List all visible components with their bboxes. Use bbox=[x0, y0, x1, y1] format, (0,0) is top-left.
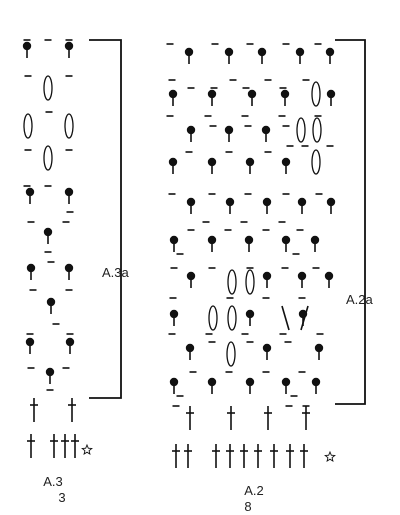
dot-stitch-symbol bbox=[262, 343, 272, 360]
repeat-bracket-a3a bbox=[89, 39, 122, 399]
dot-stitch-symbol bbox=[280, 89, 290, 106]
treble-symbol bbox=[270, 444, 278, 468]
dot-stitch-symbol bbox=[245, 377, 255, 394]
treble-symbol bbox=[30, 398, 38, 422]
dot-stitch-symbol bbox=[244, 235, 254, 252]
dot-stitch-symbol bbox=[311, 377, 321, 394]
dot-stitch-symbol bbox=[186, 125, 196, 142]
dot-stitch-symbol bbox=[298, 309, 308, 326]
dot-stitch-symbol bbox=[25, 187, 35, 204]
chain-space-symbol bbox=[227, 269, 237, 295]
chain-space-symbol bbox=[226, 341, 236, 367]
treble-symbol bbox=[254, 444, 262, 468]
treble-symbol bbox=[300, 444, 308, 468]
dot-stitch-symbol bbox=[295, 47, 305, 64]
dot-stitch-symbol bbox=[26, 263, 36, 280]
dot-stitch-symbol bbox=[169, 377, 179, 394]
section-label-a2a: A.2a bbox=[346, 292, 373, 307]
dot-stitch-symbol bbox=[46, 297, 56, 314]
dot-stitch-symbol bbox=[25, 337, 35, 354]
dot-stitch-symbol bbox=[22, 41, 32, 58]
dot-stitch-symbol bbox=[247, 89, 257, 106]
repeat-count-a3: 3 bbox=[58, 490, 66, 505]
dot-stitch-symbol bbox=[169, 309, 179, 326]
dot-stitch-symbol bbox=[281, 377, 291, 394]
dot-stitch-symbol bbox=[325, 47, 335, 64]
treble-symbol bbox=[264, 406, 272, 430]
chain-space-symbol bbox=[227, 305, 237, 331]
dot-stitch-symbol bbox=[310, 235, 320, 252]
treble-symbol bbox=[227, 406, 235, 430]
dot-stitch-symbol bbox=[261, 125, 271, 142]
treble-symbol bbox=[172, 444, 180, 468]
dot-stitch-symbol bbox=[297, 197, 307, 214]
chain-space-symbol bbox=[43, 75, 53, 101]
chart-name-a2: A.2 bbox=[244, 483, 264, 498]
dot-stitch-symbol bbox=[225, 197, 235, 214]
dot-stitch-symbol bbox=[326, 89, 336, 106]
start-marker-star bbox=[324, 450, 336, 462]
treble-symbol bbox=[27, 434, 35, 458]
dot-stitch-symbol bbox=[326, 197, 336, 214]
dot-stitch-symbol bbox=[245, 157, 255, 174]
chain-space-symbol bbox=[64, 113, 74, 139]
dot-stitch-symbol bbox=[185, 343, 195, 360]
dot-stitch-symbol bbox=[207, 89, 217, 106]
dot-stitch-symbol bbox=[184, 47, 194, 64]
dot-stitch-symbol bbox=[207, 157, 217, 174]
dot-stitch-symbol bbox=[186, 197, 196, 214]
dot-stitch-symbol bbox=[281, 157, 291, 174]
treble-symbol bbox=[68, 398, 76, 422]
treble-symbol bbox=[302, 406, 310, 430]
chain-space-symbol bbox=[311, 149, 321, 175]
slanted-stitch bbox=[300, 305, 309, 331]
dot-stitch-symbol bbox=[168, 157, 178, 174]
dot-stitch-symbol bbox=[297, 271, 307, 288]
dot-stitch-symbol bbox=[43, 227, 53, 244]
treble-symbol bbox=[212, 444, 220, 468]
treble-symbol bbox=[226, 444, 234, 468]
dot-stitch-symbol bbox=[64, 41, 74, 58]
dot-stitch-symbol bbox=[224, 47, 234, 64]
treble-symbol bbox=[50, 434, 58, 458]
chain-space-symbol bbox=[296, 117, 306, 143]
slanted-stitch bbox=[281, 305, 290, 331]
chain-space-symbol bbox=[311, 81, 321, 107]
treble-symbol bbox=[61, 434, 69, 458]
dot-stitch-symbol bbox=[281, 235, 291, 252]
repeat-bracket-a2a bbox=[335, 39, 366, 405]
start-marker-star bbox=[81, 443, 93, 455]
chain-space-symbol bbox=[43, 145, 53, 171]
dot-stitch-symbol bbox=[262, 197, 272, 214]
treble-symbol bbox=[186, 406, 194, 430]
dot-stitch-symbol bbox=[324, 271, 334, 288]
dot-stitch-symbol bbox=[168, 89, 178, 106]
treble-symbol bbox=[71, 434, 79, 458]
dot-stitch-symbol bbox=[207, 377, 217, 394]
chart-name-a3: A.3 bbox=[43, 474, 63, 489]
treble-symbol bbox=[240, 444, 248, 468]
dot-stitch-symbol bbox=[64, 187, 74, 204]
treble-symbol bbox=[286, 444, 294, 468]
dot-stitch-symbol bbox=[207, 235, 217, 252]
dot-stitch-symbol bbox=[245, 309, 255, 326]
dot-stitch-symbol bbox=[186, 271, 196, 288]
chain-space-symbol bbox=[245, 269, 255, 295]
chain-space-symbol bbox=[208, 305, 218, 331]
chain-space-symbol bbox=[23, 113, 33, 139]
dot-stitch-symbol bbox=[262, 271, 272, 288]
dot-stitch-symbol bbox=[45, 367, 55, 384]
dot-stitch-symbol bbox=[65, 337, 75, 354]
treble-symbol bbox=[184, 444, 192, 468]
section-label-a3a: A.3a bbox=[102, 265, 129, 280]
dot-stitch-symbol bbox=[257, 47, 267, 64]
repeat-count-a2: 8 bbox=[244, 499, 252, 514]
dot-stitch-symbol bbox=[169, 235, 179, 252]
dot-stitch-symbol bbox=[314, 343, 324, 360]
dot-stitch-symbol bbox=[224, 125, 234, 142]
chain-space-symbol bbox=[312, 117, 322, 143]
dot-stitch-symbol bbox=[64, 263, 74, 280]
